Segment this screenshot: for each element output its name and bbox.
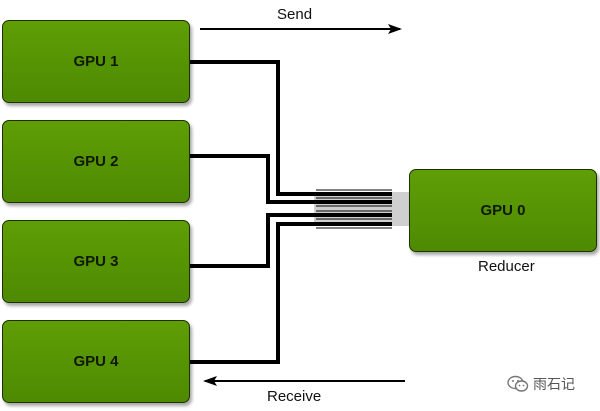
gpu4-label: GPU 4 — [73, 353, 119, 370]
gpu3-node: GPU 3 — [2, 220, 190, 303]
link-gpu4-to-gpu0 — [190, 222, 392, 364]
send-label: Send — [277, 6, 313, 23]
gpu2-label: GPU 2 — [73, 153, 119, 170]
gpu3-label: GPU 3 — [73, 253, 119, 270]
receive-label: Receive — [267, 388, 322, 405]
bundle-lines — [316, 189, 392, 229]
gpu1-label: GPU 1 — [73, 53, 119, 70]
gpu2-node: GPU 2 — [2, 120, 190, 203]
link-gpu1-to-gpu0 — [190, 60, 392, 196]
link-gpu2-to-gpu0 — [190, 154, 392, 204]
gpu0-node: GPU 0 — [409, 169, 597, 252]
link-gpu3-to-gpu0 — [190, 213, 392, 268]
gpu4-node: GPU 4 — [2, 320, 190, 403]
watermark: 雨石记 — [507, 374, 575, 394]
reducer-label: Reducer — [478, 258, 535, 275]
wire-bundle-background — [314, 192, 410, 226]
watermark-text: 雨石记 — [533, 377, 575, 393]
gpu1-node: GPU 1 — [2, 20, 190, 103]
gpu0-label: GPU 0 — [480, 202, 526, 219]
wechat-icon — [507, 375, 529, 392]
